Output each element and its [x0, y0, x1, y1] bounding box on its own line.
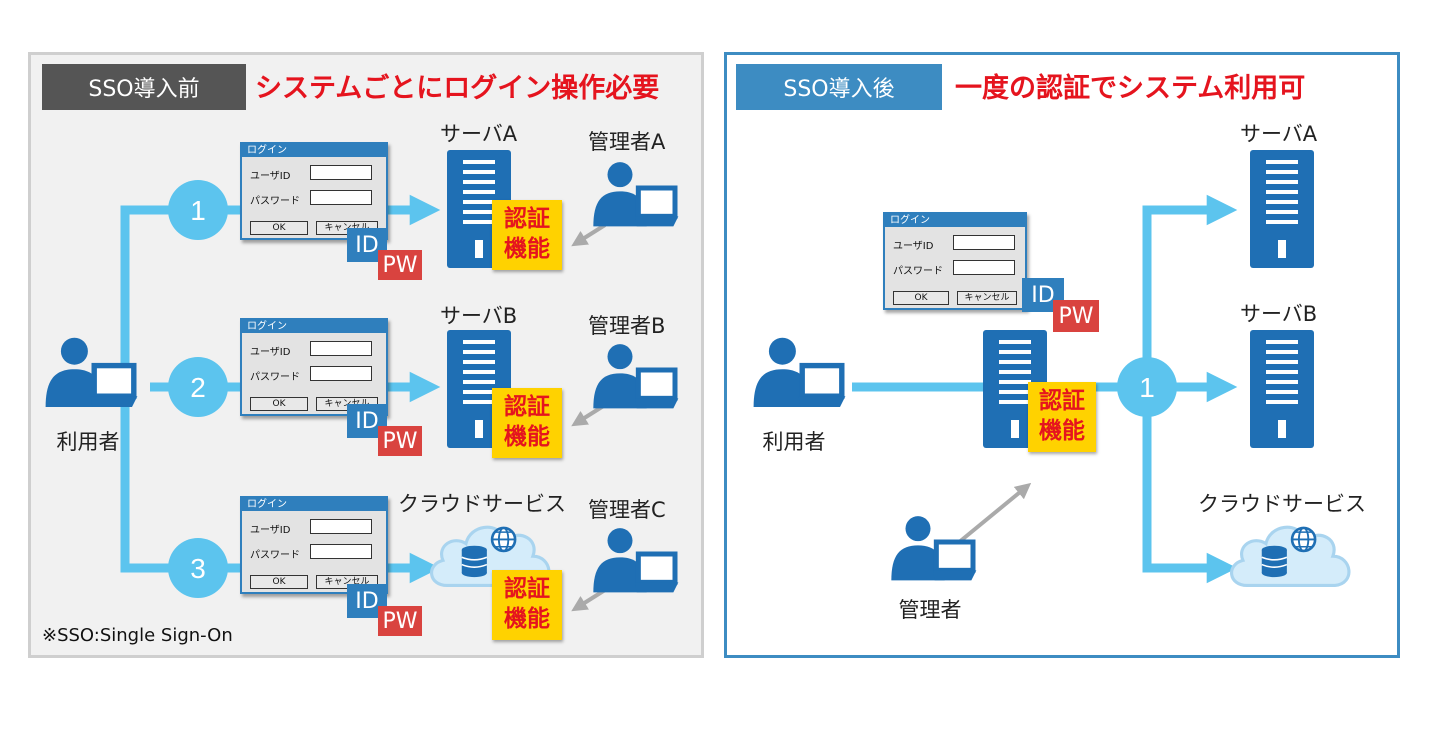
password-field[interactable] — [310, 544, 372, 559]
admin-a-arrow — [571, 223, 607, 247]
password-label: パスワード — [250, 372, 300, 383]
admin-arrow — [956, 482, 1032, 545]
user-id-field[interactable] — [310, 341, 372, 356]
after-headline: 一度の認証でシステム利用可 — [955, 73, 1306, 104]
pw-badge: PW — [378, 426, 422, 456]
after-user-label: 利用者 — [762, 430, 826, 454]
login-title: ログイン — [242, 320, 386, 333]
id-badge: ID — [347, 404, 387, 438]
after-cloud-label: クラウドサービス — [1198, 492, 1366, 516]
after-login-dialog: ログイン ユーザID パスワード OK キャンセル — [883, 212, 1027, 310]
user-id-label: ユーザID — [250, 171, 291, 182]
after-admin-icon — [891, 516, 976, 580]
step-1-circle — [168, 180, 228, 240]
auth-line2: 機能 — [504, 606, 550, 632]
cancel-button[interactable]: キャンセル — [957, 291, 1017, 305]
password-field[interactable] — [310, 190, 372, 205]
admin-b-label: 管理者B — [588, 314, 666, 338]
user-id-field[interactable] — [310, 165, 372, 180]
step-3-number: 3 — [190, 553, 206, 584]
auth-line2: 機能 — [504, 424, 550, 450]
auth-box-a: 認証 機能 — [492, 200, 562, 270]
ok-button[interactable]: OK — [893, 291, 949, 305]
after-server-a-label: サーバA — [1240, 122, 1318, 146]
step-1-number: 1 — [190, 195, 206, 226]
before-headline: システムごとにログイン操作必要 — [255, 73, 660, 104]
login-title: ログイン — [885, 214, 1025, 227]
after-admin-label: 管理者 — [898, 598, 962, 622]
password-label: パスワード — [250, 550, 300, 561]
after-cloud-icon — [1229, 525, 1351, 588]
admin-c-arrow — [571, 588, 607, 612]
after-tag: SSO導入後 — [736, 64, 942, 110]
password-field[interactable] — [310, 366, 372, 381]
login-dialog-c: ログイン ユーザID パスワード OK キャンセル — [240, 496, 388, 594]
pw-badge: PW — [378, 250, 422, 280]
id-badge: ID — [347, 228, 387, 262]
user-id-label: ユーザID — [893, 241, 934, 252]
after-server-a-icon — [1250, 150, 1314, 268]
cloud-label: クラウドサービス — [398, 492, 566, 516]
before-tag: SSO導入前 — [42, 64, 246, 110]
ok-button[interactable]: OK — [250, 221, 308, 235]
step-2-number: 2 — [190, 372, 206, 403]
server-a-label: サーバA — [440, 122, 518, 146]
server-b-label: サーバB — [440, 304, 518, 328]
auth-box-b: 認証 機能 — [492, 388, 562, 458]
step-2-circle — [168, 357, 228, 417]
ok-button[interactable]: OK — [250, 575, 308, 589]
step-3-circle — [168, 538, 228, 598]
after-user-icon — [754, 338, 846, 407]
login-dialog-a: ログイン ユーザID パスワード OK キャンセル — [240, 142, 388, 240]
auth-line2: 機能 — [504, 236, 550, 262]
before-user-label: 利用者 — [56, 430, 120, 454]
auth-line1: 認証 — [504, 394, 550, 420]
after-step-circle — [1117, 357, 1177, 417]
auth-line1: 認証 — [504, 576, 550, 602]
ok-button[interactable]: OK — [250, 397, 308, 411]
auth-line1: 認証 — [1039, 388, 1085, 414]
user-id-label: ユーザID — [250, 525, 291, 536]
auth-box-c: 認証 機能 — [492, 570, 562, 640]
password-label: パスワード — [893, 266, 943, 277]
admin-c-label: 管理者C — [588, 498, 666, 522]
user-id-field[interactable] — [310, 519, 372, 534]
pw-badge: PW — [378, 606, 422, 636]
user-id-field[interactable] — [953, 235, 1015, 250]
user-id-label: ユーザID — [250, 347, 291, 358]
after-server-b-icon — [1250, 330, 1314, 448]
after-server-b-label: サーバB — [1240, 302, 1318, 326]
login-title: ログイン — [242, 498, 386, 511]
password-label: パスワード — [250, 196, 300, 207]
flow-trunk — [120, 205, 175, 365]
flow-trunk-lower — [120, 365, 175, 573]
pw-badge: PW — [1053, 300, 1099, 332]
id-badge: ID — [347, 584, 387, 618]
sso-footnote: ※SSO:Single Sign-On — [42, 625, 233, 646]
auth-line2: 機能 — [1039, 418, 1085, 444]
password-field[interactable] — [953, 260, 1015, 275]
admin-a-label: 管理者A — [588, 130, 666, 154]
auth-line1: 認証 — [504, 206, 550, 232]
after-step-number: 1 — [1139, 372, 1155, 403]
login-title: ログイン — [242, 144, 386, 157]
sso-auth-box: 認証 機能 — [1028, 382, 1096, 452]
